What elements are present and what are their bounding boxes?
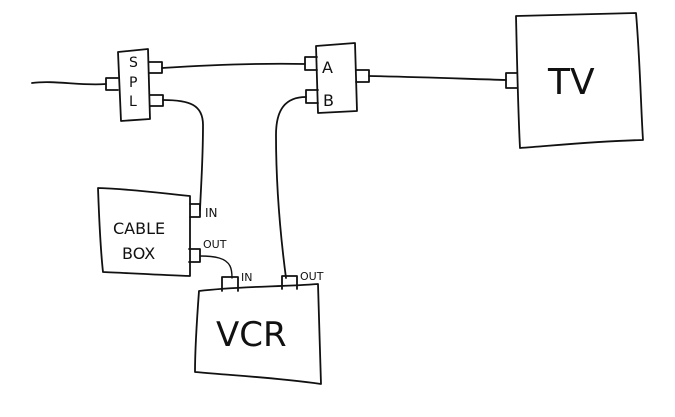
tv-input-jack [505, 72, 518, 89]
splitter-output-jack-bottom [149, 94, 164, 107]
tv-body [515, 12, 644, 149]
cable-box: CABLE BOX IN OUT [97, 187, 227, 277]
ab-switch-input-a-jack [304, 56, 318, 71]
cable-splitter-to-cablebox [162, 99, 204, 211]
splitter: S P L [105, 48, 164, 122]
vcr-in-label: IN [241, 271, 252, 284]
vcr-out-jack [281, 275, 298, 290]
cable-box-in-label: IN [205, 206, 218, 220]
cable-box-in-jack [189, 203, 201, 218]
splitter-letter-s: S [129, 55, 138, 71]
vcr: IN OUT VCR [194, 270, 324, 385]
tv-label: TV [547, 62, 595, 103]
vcr-in-jack [221, 276, 239, 292]
ab-switch-output-jack [355, 69, 370, 83]
splitter-input-jack [105, 77, 119, 91]
ab-switch-label-a: A [322, 58, 333, 77]
splitter-body [117, 48, 151, 122]
tv: TV [505, 12, 644, 149]
cable-switch-to-tv [368, 75, 507, 81]
cable-box-label-line2: BOX [122, 244, 155, 263]
cable-box-out-label: OUT [203, 238, 227, 251]
splitter-letter-l: L [129, 94, 137, 110]
ab-switch: A B [304, 42, 370, 114]
vcr-label: VCR [216, 315, 287, 355]
incoming-cable-line [31, 81, 107, 86]
vcr-body [194, 283, 322, 385]
cable-splitter-to-switch-a [161, 62, 306, 69]
splitter-output-jack-top [148, 61, 163, 74]
splitter-letter-p: P [129, 75, 137, 91]
cable-switch-b-to-vcr-out [275, 96, 307, 279]
ab-switch-label-b: B [323, 91, 334, 110]
vcr-out-label: OUT [300, 270, 324, 283]
cable-cablebox-to-vcr-in [199, 255, 233, 279]
ab-switch-input-b-jack [305, 89, 319, 104]
cable-box-body [97, 187, 191, 277]
cable-box-label-line1: CABLE [113, 219, 165, 238]
